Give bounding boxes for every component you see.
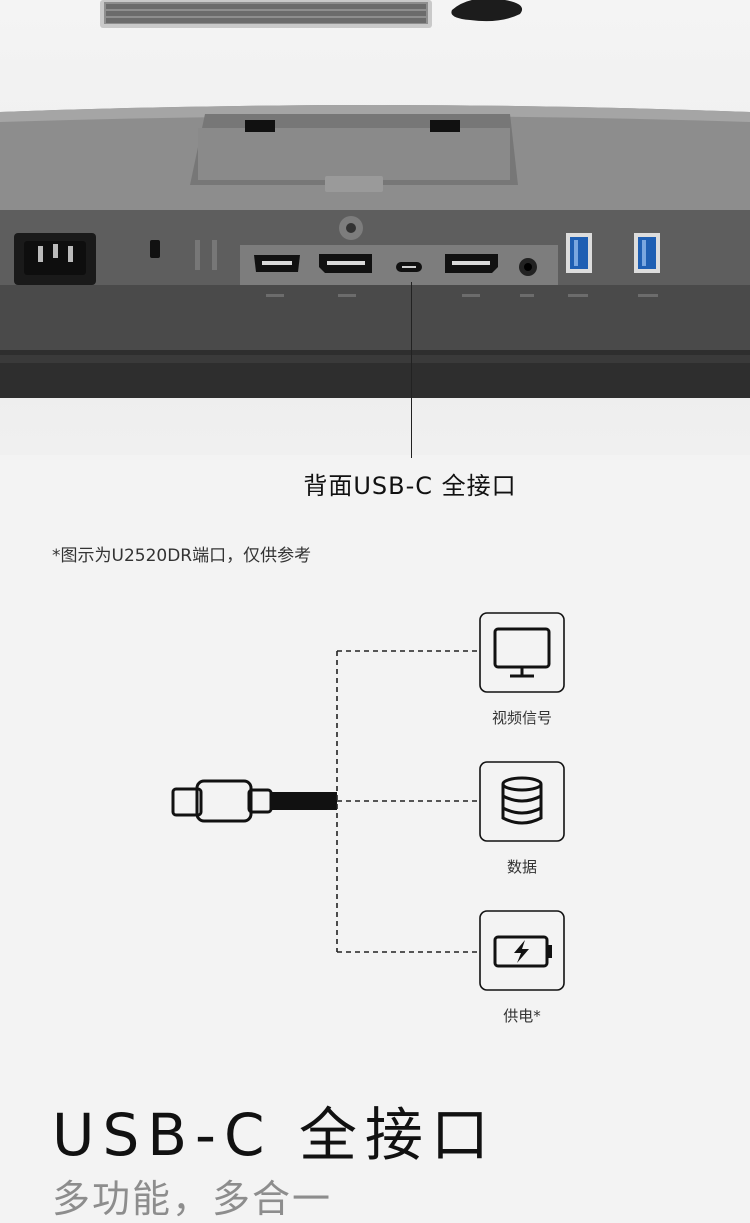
usb-a-port xyxy=(566,233,592,273)
hdmi-port xyxy=(254,255,300,272)
port-callout-label: 背面USB-C 全接口 xyxy=(303,472,517,500)
monitor-rear-photo xyxy=(0,0,750,455)
usb-c-port xyxy=(396,262,422,272)
power-port xyxy=(14,233,96,285)
displayport-in xyxy=(319,254,372,273)
monitor-icon xyxy=(493,627,551,678)
cable xyxy=(271,792,337,810)
headline-title: USB-C 全接口 xyxy=(52,1101,497,1169)
usb-c-connector-icon xyxy=(171,779,273,823)
label-video-signal: 视频信号 xyxy=(491,709,552,727)
mouse-image xyxy=(451,0,523,22)
battery-charge-icon xyxy=(493,935,552,968)
callout-line xyxy=(411,282,412,458)
displayport-out xyxy=(445,254,498,273)
label-power: 供电* xyxy=(503,1007,541,1025)
usb-c-function-diagram: 视频信号 数据 供电* xyxy=(0,600,750,1040)
database-icon xyxy=(501,776,543,825)
label-data: 数据 xyxy=(506,858,537,876)
keyboard-image xyxy=(100,0,432,28)
headline-subtitle: 多功能，多合一 xyxy=(52,1177,333,1221)
usb-a-port xyxy=(634,233,660,273)
footnote: *图示为U2520DR端口，仅供参考 xyxy=(52,546,312,566)
